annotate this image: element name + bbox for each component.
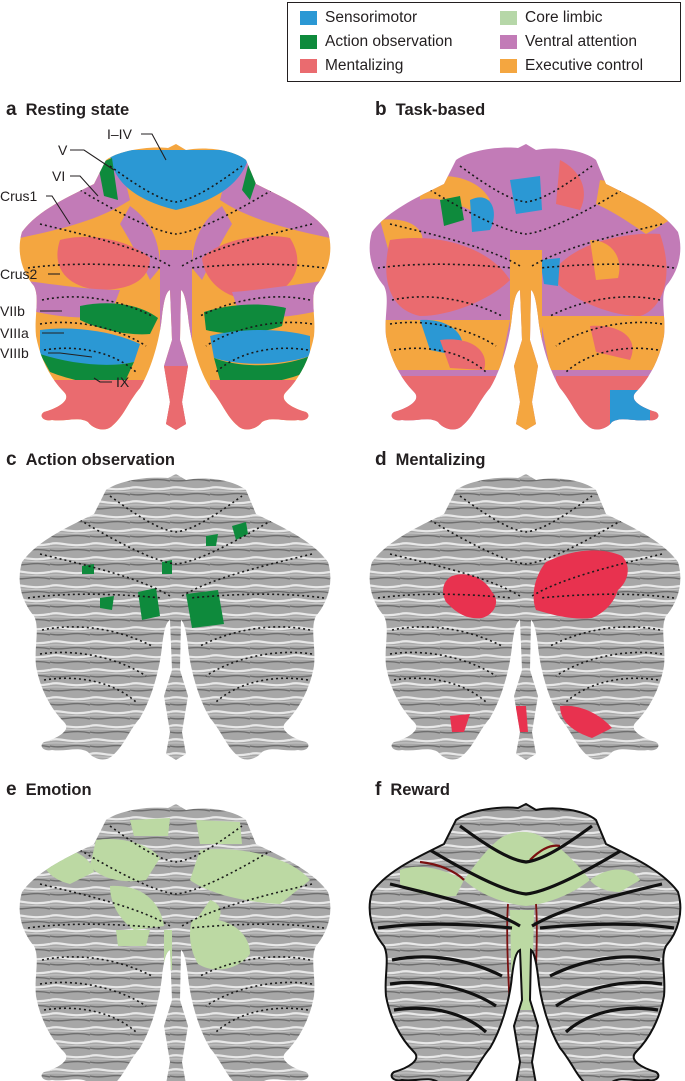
sensorimotor-region — [610, 390, 650, 440]
mentalizing-region — [360, 376, 500, 440]
mentalizing-region — [164, 366, 188, 440]
panel-a-flatmap — [10, 140, 340, 440]
action-observation-activation — [100, 596, 114, 610]
mentalizing-activation — [516, 706, 528, 732]
label-ix: IX — [116, 374, 130, 390]
label-viib: VIIb — [0, 303, 25, 319]
label-crus2: Crus2 — [0, 266, 38, 282]
label-crus1: Crus1 — [0, 188, 38, 204]
gray-surface — [10, 800, 340, 1081]
emotion-activation — [196, 820, 242, 844]
label-viiib: VIIIb — [0, 345, 29, 361]
label-lobule-v: V — [58, 142, 68, 158]
panel-f-flatmap — [360, 800, 685, 1081]
panel-d-flatmap — [360, 470, 685, 770]
label-viiia: VIIIa — [0, 325, 29, 341]
gray-surface — [10, 470, 340, 770]
emotion-activation — [116, 930, 150, 946]
panel-c-flatmap — [10, 470, 340, 770]
emotion-activation — [130, 818, 170, 836]
label-lobule-vi: VI — [52, 168, 65, 184]
panel-e-flatmap — [10, 800, 340, 1081]
emotion-activation — [164, 930, 172, 970]
label-lobule-i-iv: I–IV — [107, 126, 133, 142]
executive-control-region — [510, 250, 542, 440]
action-observation-activation — [206, 534, 218, 546]
sensorimotor-region — [210, 330, 310, 364]
panel-b-flatmap — [360, 140, 685, 440]
mentalizing-region — [210, 380, 340, 440]
